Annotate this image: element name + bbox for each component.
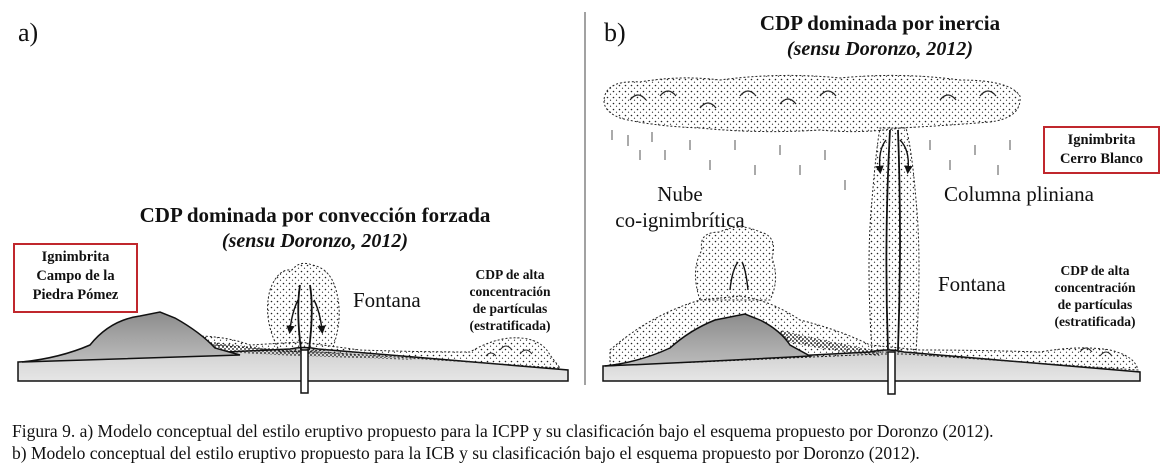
ignimbrite-box-a: Ignimbrita Campo de la Piedra Pómez [13, 243, 138, 313]
fallout-streaks [611, 130, 1011, 190]
panel-a-letter: a) [18, 18, 39, 47]
vent-a [300, 349, 309, 394]
box-a-line-1: Ignimbrita [41, 249, 110, 265]
cdp-a-line-4: (estratificada) [469, 318, 551, 333]
caption-line-1: Figura 9. a) Modelo conceptual del estil… [12, 421, 994, 441]
box-a-line-3: Piedra Pómez [32, 287, 119, 303]
columna-label: Columna pliniana [944, 182, 1094, 206]
box-b-line-2: Cerro Blanco [1059, 151, 1144, 167]
cdp-a-line-3: de partículas [472, 301, 548, 316]
panel-b-drawing [602, 74, 1141, 395]
cdp-b-line-2: concentración [1054, 280, 1136, 295]
fontana-label-b: Fontana [938, 272, 1006, 296]
panel-b-subtitle: (sensu Doronzo, 2012) [786, 38, 974, 60]
ignimbrite-box-b: Ignimbrita Cerro Blanco [1043, 126, 1160, 174]
vent-b [887, 351, 896, 395]
nube-line-2: co-ignimbrítica [615, 208, 745, 232]
cdp-b-line-3: de partículas [1057, 297, 1133, 312]
plinian-column [868, 127, 920, 353]
co-ignimbrite-cloud [695, 226, 776, 301]
mountain-b [604, 313, 813, 367]
panel-b-title: CDP dominada por inercia [759, 11, 1001, 35]
panel-a-drawing [17, 262, 569, 394]
cdp-label-b: CDP de alta concentración de partículas … [1035, 262, 1155, 330]
cdp-a-line-1: CDP de alta [475, 267, 545, 282]
umbrella-cloud [603, 74, 1021, 133]
mountain-a [21, 311, 241, 363]
cdp-a-line-2: concentración [469, 284, 551, 299]
flow-deposit-a [149, 335, 562, 369]
panel-a-subtitle: (sensu Doronzo, 2012) [221, 230, 409, 252]
panel-a-title: CDP dominada por convección forzada [139, 203, 491, 227]
box-b-line-1: Ignimbrita [1067, 132, 1136, 148]
cdp-b-line-1: CDP de alta [1060, 263, 1130, 278]
box-a-line-2: Campo de la [36, 268, 115, 284]
caption-line-2: b) Modelo conceptual del estilo eruptivo… [12, 443, 920, 463]
fountain-a [267, 262, 340, 353]
cdp-b-line-4: (estratificada) [1054, 314, 1136, 329]
nube-line-1: Nube [657, 182, 703, 206]
panel-b-letter: b) [604, 18, 626, 47]
fontana-label-a: Fontana [353, 288, 421, 312]
cdp-label-a: CDP de alta concentración de partículas … [450, 266, 570, 334]
nube-label: Nube co-ignimbrítica [605, 181, 755, 233]
